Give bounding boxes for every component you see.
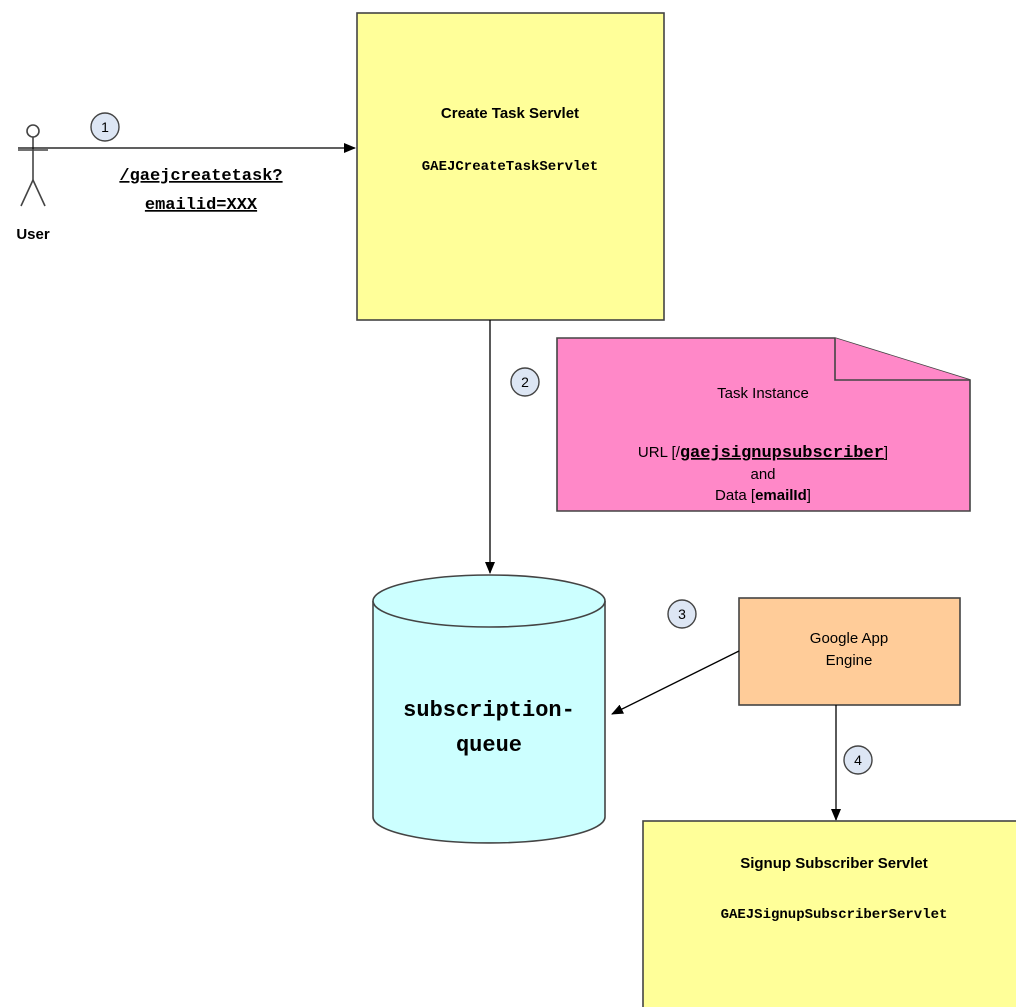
task-instance-data-suffix: ]	[807, 487, 811, 504]
task-instance-url-suffix: ]	[884, 444, 888, 461]
engine-poll-arrow	[611, 650, 740, 715]
subscription-queue-cylinder	[372, 574, 606, 844]
user-label: User	[16, 226, 50, 243]
step-2-marker: 2	[510, 367, 540, 397]
task-instance-data-value: emailId	[755, 487, 807, 504]
google-app-engine-box	[738, 597, 961, 706]
step-1-number: 1	[101, 119, 109, 135]
google-app-engine-line1: Google App	[810, 630, 888, 647]
google-app-engine-line2: Engine	[826, 652, 873, 669]
task-instance-url-prefix: URL [/	[638, 444, 681, 461]
queue-name-line1: subscription-	[403, 698, 575, 723]
step-2-number: 2	[521, 374, 529, 390]
request-path-line1: /gaejcreatetask?	[119, 167, 282, 186]
signup-subscriber-servlet-title: Signup Subscriber Servlet	[740, 855, 928, 872]
signup-subscriber-servlet-class: GAEJSignupSubscriberServlet	[721, 907, 948, 923]
create-task-servlet-box	[356, 12, 665, 321]
step-4-number: 4	[854, 752, 862, 768]
step-1-marker: 1	[90, 112, 120, 142]
task-instance-url-line: URL [/gaejsignupsubscriber]	[638, 444, 888, 463]
task-instance-data-line: Data [emailId]	[715, 487, 811, 504]
create-task-servlet-class: GAEJCreateTaskServlet	[422, 159, 598, 175]
task-instance-note-fold	[834, 338, 970, 381]
task-instance-url-value: gaejsignupsubscriber	[680, 444, 884, 463]
request-path-line2: emailid=XXX	[145, 196, 258, 215]
step-4-marker: 4	[843, 745, 873, 775]
step-3-number: 3	[678, 606, 686, 622]
task-instance-note	[556, 337, 971, 512]
queue-name-line2: queue	[456, 733, 522, 758]
step-3-marker: 3	[667, 599, 697, 629]
user-actor-icon	[18, 124, 48, 207]
task-instance-and: and	[750, 466, 775, 483]
task-instance-title: Task Instance	[717, 385, 809, 402]
task-instance-data-prefix: Data [	[715, 487, 756, 504]
signup-subscriber-servlet-box	[642, 820, 1016, 1007]
create-task-servlet-title: Create Task Servlet	[441, 105, 579, 122]
